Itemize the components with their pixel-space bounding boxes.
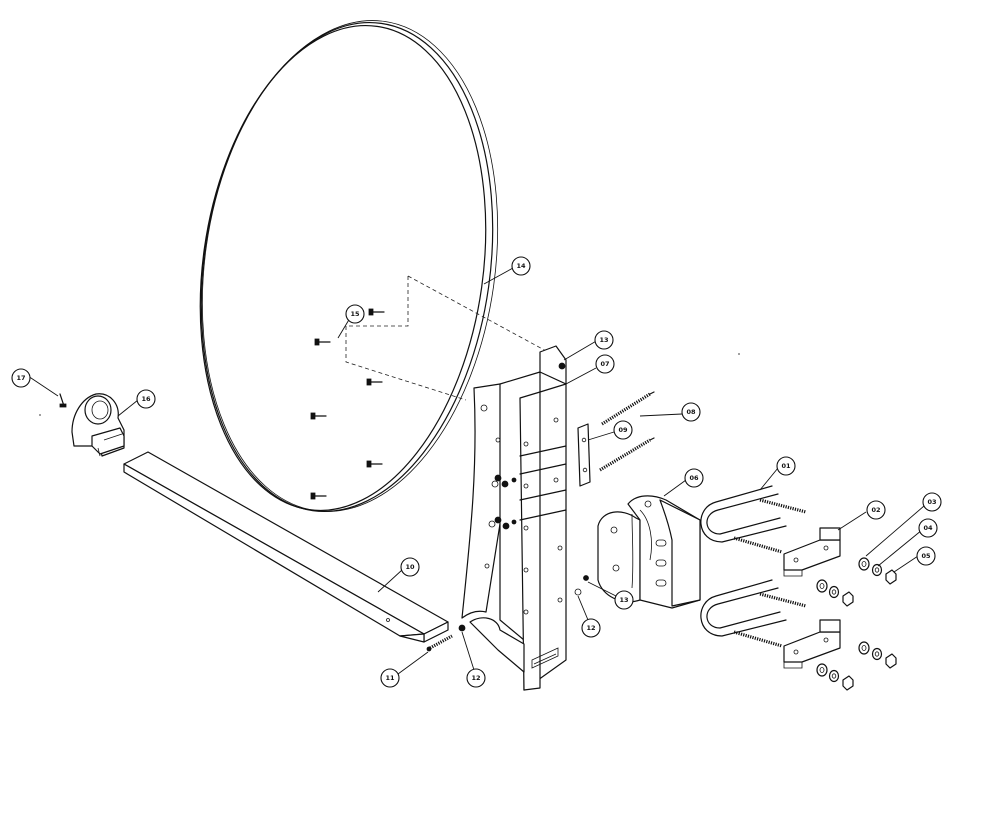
callout-13-side: 13: [614, 590, 634, 610]
svg-text:02: 02: [871, 506, 880, 514]
feed-arm-bolt: [426, 634, 453, 652]
callout-06: 06: [684, 468, 704, 488]
svg-text:13: 13: [619, 596, 628, 604]
bolt-13-top: [558, 362, 566, 370]
callout-14: 14: [511, 256, 531, 276]
callout-08: 08: [681, 402, 701, 422]
mount-bracket: [461, 345, 567, 691]
callout-12-right: 12: [581, 618, 601, 638]
callout-04: 04: [918, 518, 938, 538]
callout-10: 10: [400, 557, 420, 577]
svg-text:06: 06: [689, 474, 699, 482]
svg-text:10: 10: [405, 563, 415, 571]
callout-15: 15: [345, 304, 365, 324]
callout-17: 17: [11, 368, 31, 388]
u-bolt-brackets: [783, 527, 841, 669]
callout-02: 02: [866, 500, 886, 520]
svg-text:08: 08: [686, 408, 696, 416]
callout-group: 01 02 03 04 05 06 07 08 09 10 11 12 12 1…: [11, 256, 942, 688]
u-bolts: [700, 485, 807, 648]
callout-03: 03: [922, 492, 942, 512]
svg-text:17: 17: [16, 374, 25, 382]
washers-and-nuts: [816, 557, 897, 691]
svg-text:12: 12: [471, 674, 480, 682]
svg-text:03: 03: [927, 498, 936, 506]
svg-text:15: 15: [350, 310, 360, 318]
bolt-13-side: [583, 575, 589, 581]
callout-12-left: 12: [466, 668, 486, 688]
svg-text:07: 07: [600, 360, 609, 368]
pole-adapter-bracket: [597, 495, 701, 609]
screw-17: [59, 393, 67, 408]
callout-16: 16: [136, 389, 156, 409]
svg-text:12: 12: [586, 624, 595, 632]
callout-11: 11: [380, 668, 400, 688]
svg-text:16: 16: [141, 395, 151, 403]
callout-05: 05: [916, 546, 936, 566]
dish-reflector: [199, 20, 499, 513]
clamp-plate: [577, 423, 591, 487]
callout-09: 09: [613, 420, 633, 440]
nuts-12: [458, 588, 582, 632]
callout-01: 01: [776, 456, 796, 476]
lnb-holder: [71, 393, 125, 457]
alignment-lines: [345, 275, 549, 401]
svg-text:13: 13: [599, 336, 608, 344]
svg-text:09: 09: [618, 426, 628, 434]
svg-text:04: 04: [923, 524, 933, 532]
svg-text:14: 14: [516, 262, 526, 270]
svg-text:11: 11: [385, 674, 395, 682]
callout-13-top: 13: [594, 330, 614, 350]
feed-arm: [123, 451, 449, 643]
callout-07: 07: [595, 354, 615, 374]
threaded-rods: [599, 391, 655, 472]
svg-text:01: 01: [781, 462, 791, 470]
dish-mounting-bolts: [310, 308, 385, 500]
svg-text:05: 05: [921, 552, 931, 560]
